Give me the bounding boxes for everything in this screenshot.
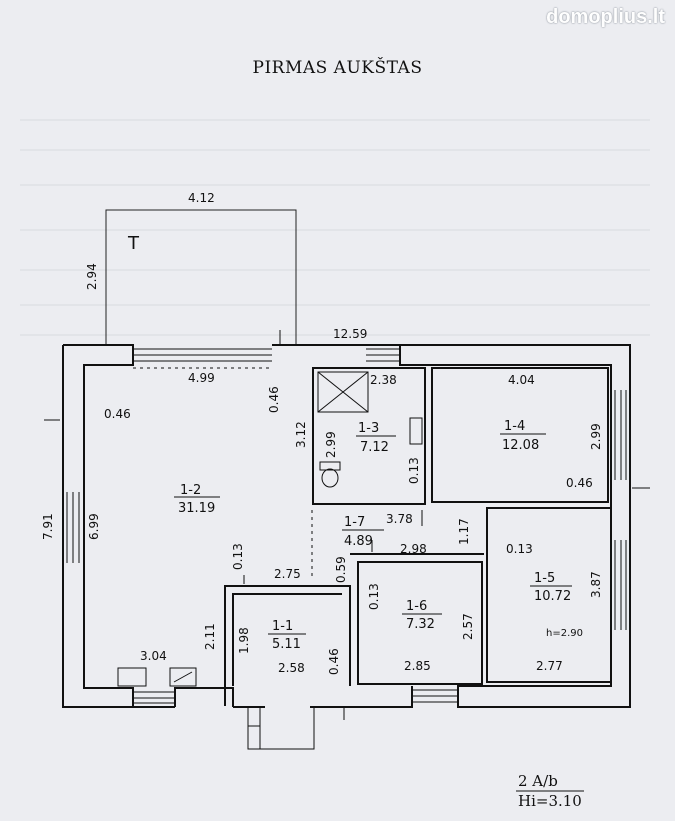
room-dim: 1.98 [237,627,251,654]
room-area: 31.19 [178,501,215,516]
room-1-1: 1-1 5.11 2.75 1.98 2.58 0.13 [231,543,306,675]
room-id: 1-3 [358,421,379,436]
room-area: 5.11 [272,637,301,652]
windows [66,348,627,704]
room-dim: 2.57 [461,613,475,640]
room-dim: 3.04 [140,649,167,663]
watermark-logo: domoplius.lt [546,6,665,28]
room-dim: 3.12 [294,421,308,448]
open-partitions [133,367,313,580]
room-dim: 2.75 [274,567,301,581]
room-1-4: 1-4 12.08 4.04 2.99 [500,373,603,453]
room-area: 10.72 [534,589,571,604]
stamp-line-2: Hi=3.10 [518,792,582,810]
room-area: 7.32 [406,617,435,632]
room-id: 1-5 [534,571,555,586]
room-dim: 4.99 [188,371,215,385]
room-dim: 2.99 [589,423,603,450]
room-dim: 2.98 [400,542,427,556]
room-dim: 2.58 [278,661,305,675]
room-dim: 2.77 [536,659,563,673]
room-dim: 0.13 [367,583,381,610]
entrance-steps [247,707,315,750]
terrace-label: T [127,233,140,254]
wall-thickness-wc: 0.46 [327,648,341,675]
room-id: 1-2 [180,483,201,498]
terrace-depth: 2.94 [85,263,99,290]
wall-thickness-top: 0.46 [267,386,281,413]
room-dim: 0.13 [506,542,533,556]
room-area: 4.89 [344,534,373,549]
room-height-note: h=2.90 [546,628,583,639]
dimension-arrows [44,330,650,720]
room-dim: 2.85 [404,659,431,673]
height-stamp: 2 A/b Hi=3.10 [516,772,584,810]
stove-fixture [117,667,197,687]
room-id: 1-7 [344,515,365,530]
stamp-line-1: 2 A/b [518,772,558,790]
room-1-3: 1-3 7.12 2.38 2.99 3.12 0.13 [294,373,421,484]
room-dim: 6.99 [87,513,101,540]
toilet-fixture [319,461,341,488]
room-1-7: 1-7 4.89 3.78 1.17 0.59 0.13 [334,512,533,583]
terrace-outline [105,209,297,346]
room-id: 1-6 [406,599,427,614]
room-dim: 4.04 [508,373,535,387]
room-dim: 2.11 [203,623,217,650]
room-id: 1-1 [272,619,293,634]
overall-length: 12.59 [333,327,367,341]
room-dim: 0.13 [231,543,245,570]
room-1-6: 1-6 7.32 2.98 2.57 2.85 0.13 [367,542,475,673]
shower-tray [317,371,369,413]
page-title: PIRMAS AUKŠTAS [252,58,423,78]
room-area: 7.12 [360,440,389,455]
room-1-2: 1-2 31.19 4.99 6.99 3.04 2.11 [87,371,220,663]
room-dim: 3.87 [589,571,603,598]
room-dim: 0.13 [407,457,421,484]
wall-thickness-west: 0.46 [104,407,131,421]
room-id: 1-4 [504,419,525,434]
room-1-5: 1-5 10.72 3.87 2.77 h=2.90 [530,571,603,673]
interior-walls [83,365,612,706]
room-dim: 2.38 [370,373,397,387]
room-area: 12.08 [502,438,539,453]
room-dim: 1.17 [457,518,471,545]
room-dim: 0.59 [334,556,348,583]
room-dim: 2.99 [324,431,338,458]
wall-thickness-east: 0.46 [566,476,593,490]
overall-depth: 7.91 [41,513,55,540]
terrace-width: 4.12 [188,191,215,205]
room-dim: 3.78 [386,512,413,526]
sink-fixture [409,417,423,445]
